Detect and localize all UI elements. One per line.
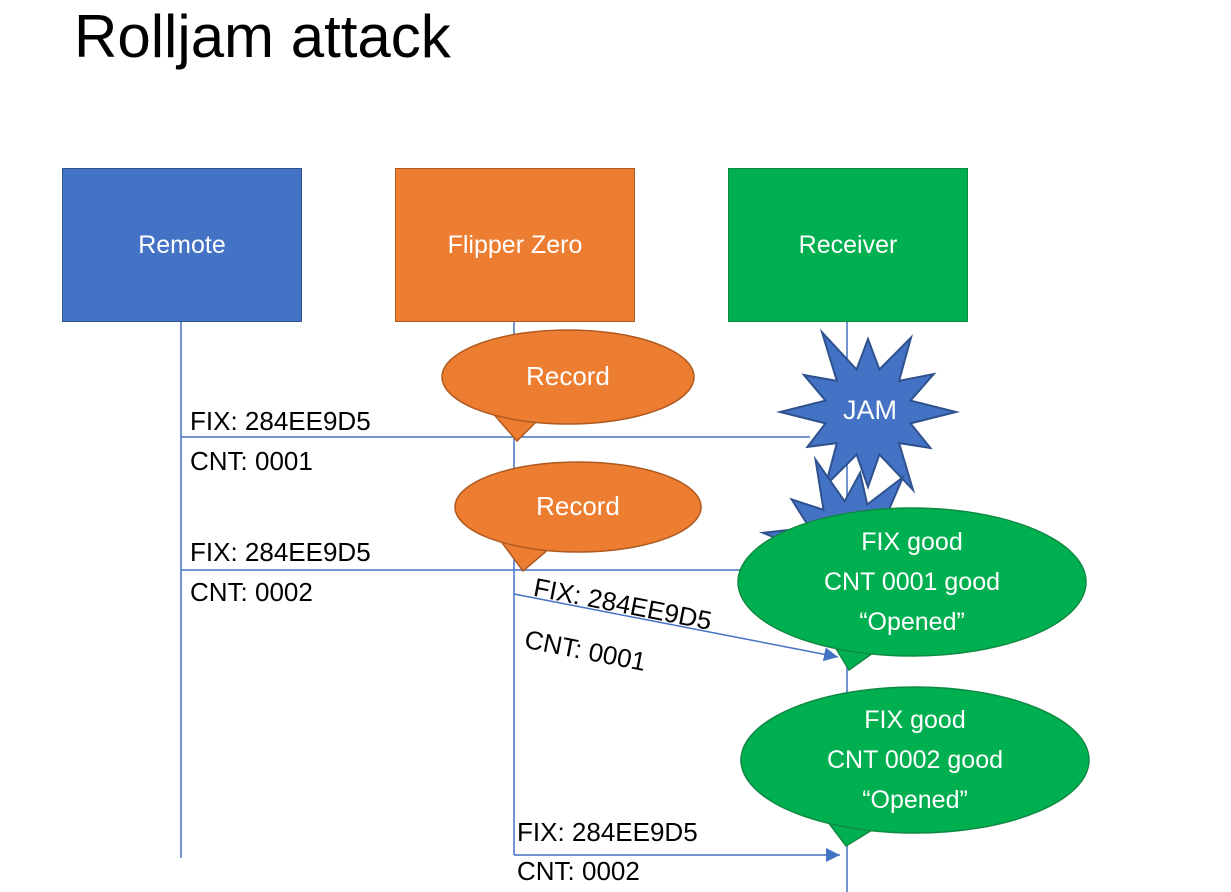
receiver-accept-2-line2: CNT 0002 good bbox=[826, 746, 1004, 774]
receiver-accept-2-text: FIX good CNT 0002 good “Opened” bbox=[740, 700, 1090, 820]
record-callout-2 bbox=[454, 461, 702, 573]
receiver-accept-callout-1 bbox=[737, 507, 1087, 672]
record-callout-2-label: Record bbox=[536, 491, 620, 521]
flipper-replay-1-arrow bbox=[513, 593, 839, 662]
jam-starburst-1 bbox=[775, 328, 961, 494]
actor-flipper-zero-label: Flipper Zero bbox=[447, 230, 583, 259]
remote-send-1-fix-label: FIX: 284EE9D5 bbox=[190, 406, 371, 436]
jam-label: JAM bbox=[843, 395, 897, 425]
record-callout-1 bbox=[441, 329, 695, 443]
remote-send-1-cnt-label: CNT: 0001 bbox=[190, 446, 313, 476]
record-callout-1-bubble bbox=[441, 329, 695, 425]
flipper-replay-2-fix-label: FIX: 284EE9D5 bbox=[517, 817, 698, 847]
actor-remote: Remote bbox=[62, 168, 302, 322]
receiver-accept-1-line2: CNT 0001 good bbox=[823, 568, 1001, 596]
receiver-accept-1-line1: FIX good bbox=[861, 528, 963, 556]
remote-send-2-cnt-label: CNT: 0002 bbox=[190, 577, 313, 607]
receiver-accept-1-line3: “Opened” bbox=[859, 608, 965, 636]
record-callout-2-bubble bbox=[454, 461, 702, 553]
receiver-accept-2-bubble bbox=[740, 686, 1090, 834]
actor-receiver: Receiver bbox=[728, 168, 968, 322]
actor-remote-label: Remote bbox=[138, 230, 226, 259]
receiver-accept-2-line1: FIX good bbox=[864, 706, 966, 734]
record-callout-1-label: Record bbox=[526, 361, 610, 391]
receiver-accept-1-bubble bbox=[737, 507, 1087, 657]
actor-receiver-label: Receiver bbox=[798, 230, 898, 259]
actor-flipper-zero: Flipper Zero bbox=[395, 168, 635, 322]
page-title: Rolljam attack bbox=[74, 3, 451, 70]
receiver-accept-1-text: FIX good CNT 0001 good “Opened” bbox=[737, 522, 1087, 642]
receiver-accept-2-line3: “Opened” bbox=[862, 786, 968, 814]
flipper-replay-2-cnt-label: CNT: 0002 bbox=[517, 856, 640, 886]
receiver-accept-callout-2 bbox=[740, 686, 1090, 847]
remote-send-2-fix-label: FIX: 284EE9D5 bbox=[190, 537, 371, 567]
